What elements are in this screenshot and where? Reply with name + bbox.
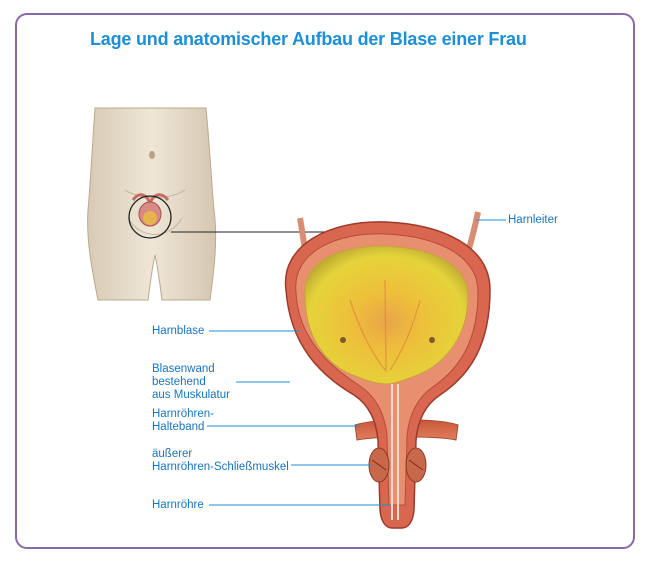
figure-title: Lage und anatomischer Aufbau der Blase e… xyxy=(90,29,527,49)
torso-sketch xyxy=(87,107,217,301)
label-harnleiter: Harnleiter xyxy=(508,214,558,226)
label-blasenwand: Blasenwand bestehend aus Muskulatur xyxy=(152,363,230,401)
label-harnroehre: Harnröhre xyxy=(152,499,204,511)
label-halteband: Harnröhren- Halteband xyxy=(152,408,214,433)
label-schliessmuskel: äußerer Harnröhren-Schließmuskel xyxy=(152,448,289,473)
label-harnblase: Harnblase xyxy=(152,325,205,337)
